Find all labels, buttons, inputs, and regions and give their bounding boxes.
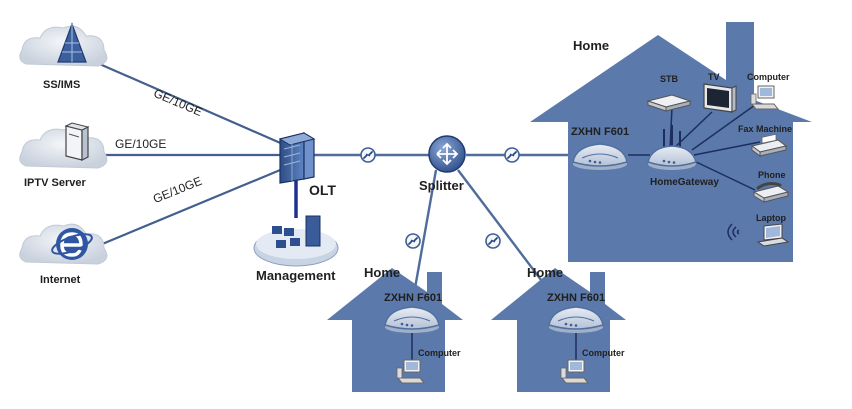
splitter-label: Splitter — [419, 178, 464, 193]
fiber-connector-icon — [504, 147, 520, 163]
stb-icon — [646, 94, 692, 112]
fiber-connector-icon — [405, 233, 421, 249]
home-gateway-icon — [647, 125, 697, 170]
internet-label: Internet — [40, 274, 81, 286]
tv-label: TV — [708, 72, 720, 82]
pyramid-server-icon — [57, 22, 87, 63]
home-right-title: Home — [527, 265, 564, 280]
internet-e-icon — [51, 228, 93, 260]
phone-icon — [752, 182, 790, 203]
cloud-iptv — [19, 127, 108, 169]
home-gateway-label: HomeGateway — [650, 177, 719, 188]
computer-icon — [750, 85, 779, 110]
stb-label: STB — [660, 74, 678, 84]
splitter-icon — [428, 135, 466, 173]
iptv-server-label: IPTV Server — [24, 177, 86, 189]
phone-label: Phone — [758, 170, 786, 180]
computer-label: Computer — [747, 72, 790, 82]
home-main-ont-label: ZXHN F601 — [571, 126, 630, 138]
fax-machine-icon — [750, 133, 788, 157]
home-links — [628, 104, 761, 191]
home-right-ont-label: ZXHN F601 — [547, 292, 606, 304]
management-workstations-icon — [253, 215, 339, 267]
tv-icon — [703, 83, 737, 113]
laptop-icon — [756, 223, 790, 247]
olt-device-icon — [278, 131, 316, 184]
fiber-connector-icon — [360, 147, 376, 163]
wifi-icon — [727, 223, 740, 241]
home-left-title: Home — [364, 265, 401, 280]
link-iptv-label: GE/10GE — [115, 137, 167, 151]
olt-label: OLT — [309, 182, 336, 198]
ss-ims-label: SS/IMS — [43, 79, 81, 91]
iptv-server-icon — [64, 122, 90, 161]
fiber-connector-icon — [485, 233, 501, 249]
fax-machine-label: Fax Machine — [738, 124, 793, 134]
home-main-title: Home — [573, 38, 610, 53]
home-left-ont-label: ZXHN F601 — [384, 292, 443, 304]
home-right-computer-label: Computer — [582, 348, 625, 358]
home-left-computer-label: Computer — [418, 348, 461, 358]
management-label: Management — [256, 268, 336, 283]
laptop-label: Laptop — [756, 213, 786, 223]
